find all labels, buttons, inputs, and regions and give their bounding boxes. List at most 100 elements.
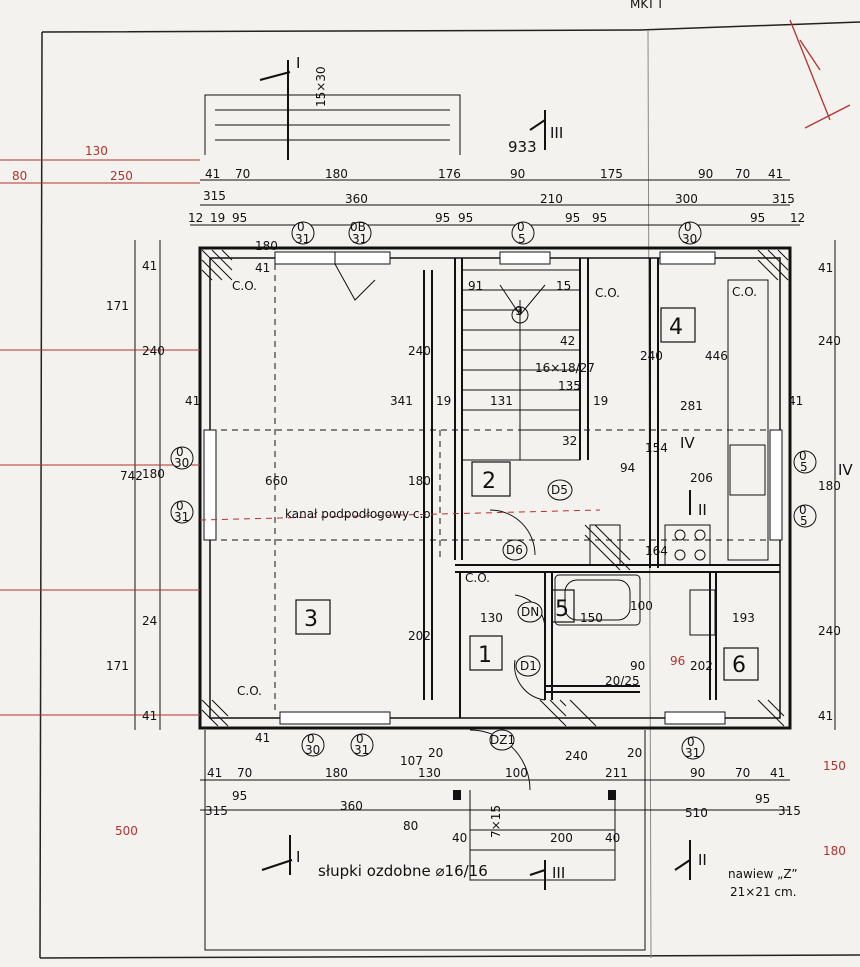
dim: 19 <box>593 394 608 408</box>
dims-bottom-row4: 80 40 200 40 <box>403 819 620 845</box>
dim: 510 <box>685 806 708 820</box>
dim: 130 <box>480 611 503 625</box>
dim: 135 <box>558 379 581 393</box>
dim: 130 <box>418 766 441 780</box>
section-III-top: III <box>550 124 563 142</box>
dim: 193 <box>732 611 755 625</box>
w-top-4-code: 0 <box>684 220 692 234</box>
section-IV-right: IV <box>838 461 853 479</box>
dim: 70 <box>735 766 750 780</box>
w-left-2-size: 31 <box>174 510 189 524</box>
dim: 70 <box>235 167 250 181</box>
dim: 200 <box>550 831 573 845</box>
dim: 500 <box>115 824 138 838</box>
dim: 15 <box>556 279 571 293</box>
dim: 240 <box>408 344 431 358</box>
dim: 180 <box>325 766 348 780</box>
dim: 281 <box>680 399 703 413</box>
room-5: 5 <box>555 597 569 622</box>
dim: 315 <box>778 804 801 818</box>
dim: 41 <box>207 766 222 780</box>
w-bot-2-code: 0 <box>356 732 364 746</box>
dims-bottom-row1: 41 70 180 130 100 211 90 70 41 <box>207 766 785 780</box>
dim: 206 <box>690 471 713 485</box>
dim: 95 <box>435 211 450 225</box>
dim: 24 <box>142 614 157 628</box>
dim: 211 <box>605 766 628 780</box>
section-II-mid: II <box>698 501 707 519</box>
dim: 360 <box>345 192 368 206</box>
dim: 176 <box>438 167 461 181</box>
corner-hatching <box>201 249 789 727</box>
dim: 80 <box>403 819 418 833</box>
dim: 41 <box>185 394 200 408</box>
dim: 315 <box>772 192 795 206</box>
stair-steps-bottom: 7×15 <box>489 805 503 838</box>
dim: 40 <box>452 831 467 845</box>
dim: 150 <box>823 759 846 773</box>
dim: 90 <box>630 659 645 673</box>
dims-top-row3: 12 19 95 95 95 95 95 95 12 <box>188 211 805 225</box>
door-D6: D6 <box>506 543 523 557</box>
dim: 41 <box>255 731 270 745</box>
dim: 100 <box>505 766 528 780</box>
dim: 175 <box>600 167 623 181</box>
dim: 40 <box>605 831 620 845</box>
section-I-top: I <box>296 54 300 72</box>
co-label: C.O. <box>237 684 262 698</box>
room-4: 4 <box>669 315 683 340</box>
dim: 95 <box>458 211 473 225</box>
room-2: 2 <box>482 469 496 494</box>
dims-left: 41 171 240 742 180 24 171 41 41 41 180 <box>106 239 278 745</box>
w-bot-2-size: 31 <box>354 743 369 757</box>
window-tag-text: 0 31 0B 31 0 5 0 30 0 30 0 31 0 5 0 5 0 … <box>174 220 808 760</box>
dim: 19 <box>436 394 451 408</box>
w-left-1-code: 0 <box>176 445 184 459</box>
dim: 90 <box>510 167 525 181</box>
dimension-lines <box>0 159 836 811</box>
dim: 210 <box>540 192 563 206</box>
dim: 32 <box>562 434 577 448</box>
w-top-1-code: 0 <box>297 220 305 234</box>
dim: 91 <box>468 279 483 293</box>
room-3: 3 <box>304 607 318 632</box>
dim: 300 <box>675 192 698 206</box>
w-bot-3-code: 0 <box>687 735 695 749</box>
w-top-1-size: 31 <box>295 232 310 246</box>
dim: 20 <box>627 746 642 760</box>
door-D5: D5 <box>551 483 568 497</box>
dim: 41 <box>770 766 785 780</box>
room-labels <box>295 307 759 681</box>
dim: 20 <box>428 746 443 760</box>
dims-top-row2: 315 360 210 300 315 <box>203 189 795 206</box>
w-right-1-size: 5 <box>800 460 808 474</box>
dim: 742 <box>120 469 143 483</box>
room-6: 6 <box>732 653 746 678</box>
dim: 41 <box>788 394 803 408</box>
co-label: C.O. <box>465 571 490 585</box>
dim: 130 <box>85 144 108 158</box>
dim: 171 <box>106 299 129 313</box>
w-top-4-size: 30 <box>682 232 697 246</box>
dim: 315 <box>205 804 228 818</box>
view-size: 21×21 cm. <box>730 885 797 899</box>
dims-top-red: 130 250 80 <box>12 144 133 183</box>
dim: 70 <box>735 167 750 181</box>
dim: 41 <box>205 167 220 181</box>
dim: 180 <box>823 844 846 858</box>
dim: 180 <box>142 467 165 481</box>
dim: 41 <box>818 709 833 723</box>
dim: 250 <box>110 169 133 183</box>
heating-labels: C.O. C.O. C.O. C.O. C.O. <box>232 279 757 698</box>
door-DN: DN <box>521 605 539 619</box>
dim: 41 <box>142 259 157 273</box>
dim: 12 <box>790 211 805 225</box>
dim: 95 <box>232 211 247 225</box>
w-top-2-size: 31 <box>352 232 367 246</box>
door-D1: D1 <box>520 659 537 673</box>
red-scribble <box>789 19 851 129</box>
dim: 96 <box>670 654 685 668</box>
dim: 12 <box>188 211 203 225</box>
dim: 180 <box>255 239 278 253</box>
